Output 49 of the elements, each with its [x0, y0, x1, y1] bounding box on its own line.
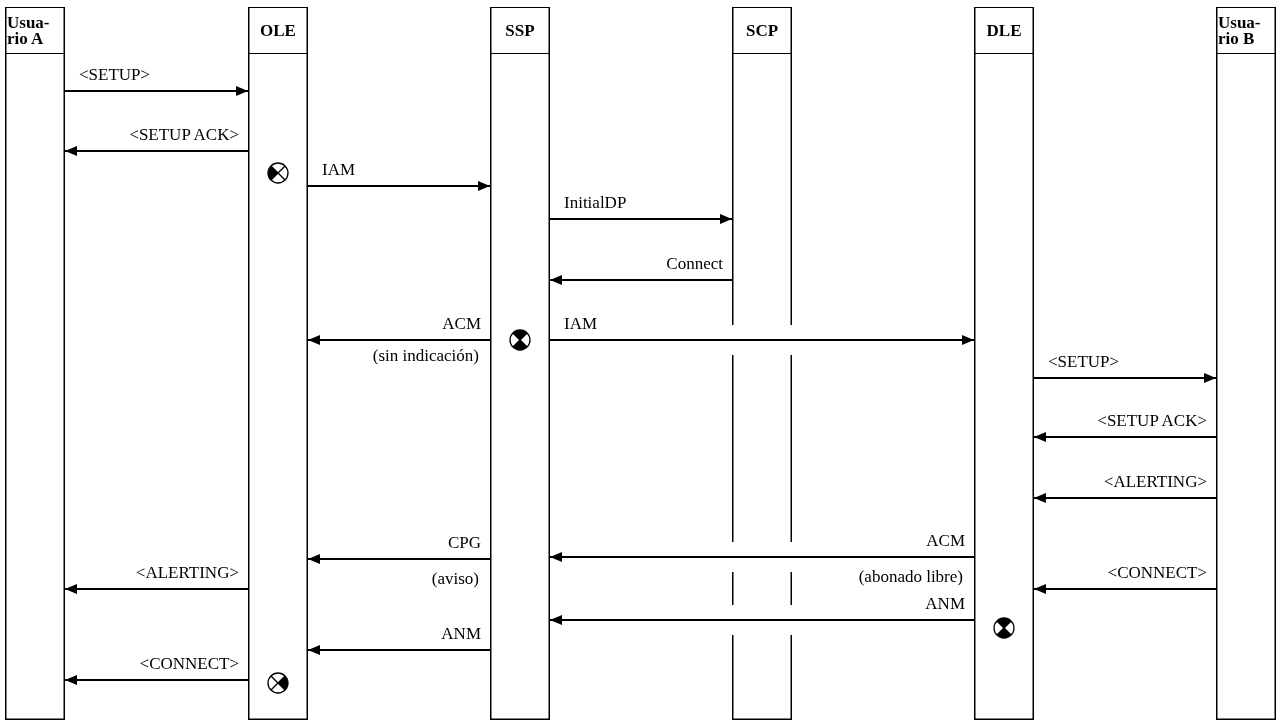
lifeline-header: SSP — [490, 7, 550, 54]
lifeline — [732, 7, 792, 325]
message-arrow — [1033, 584, 1217, 594]
message-arrow — [307, 645, 491, 655]
message-label: <SETUP> — [1048, 351, 1120, 373]
message-note: (sin indicación) — [372, 345, 479, 367]
message-label: Connect — [666, 253, 723, 275]
message-label: IAM — [564, 313, 598, 335]
message-arrow — [64, 675, 249, 685]
message-note: (abonado libre) — [858, 566, 963, 588]
message-arrow — [64, 146, 249, 156]
message-arrow — [1033, 493, 1217, 503]
message-arrow — [549, 275, 733, 285]
lifeline — [490, 7, 550, 720]
message-label: ANM — [925, 593, 965, 615]
message-arrow — [549, 615, 975, 625]
message-label: <ALERTING> — [135, 562, 239, 584]
message-label: <SETUP> — [79, 64, 151, 86]
message-arrow — [549, 214, 733, 224]
message-label: InitialDP — [564, 192, 627, 214]
message-note: (aviso) — [431, 568, 479, 590]
lifeline — [1216, 7, 1276, 720]
message-label: ACM — [442, 313, 481, 335]
message-arrow — [549, 335, 975, 345]
lifeline-header: OLE — [248, 7, 308, 54]
message-arrow — [64, 86, 249, 96]
message-arrow — [307, 335, 491, 345]
lifeline-header: Usua- rio A — [5, 7, 65, 54]
lifeline-header: DLE — [974, 7, 1034, 54]
message-arrow — [64, 584, 249, 594]
lifeline-header: SCP — [732, 7, 792, 54]
message-arrow — [549, 552, 975, 562]
message-label: <ALERTING> — [1103, 471, 1207, 493]
message-label: IAM — [322, 159, 356, 181]
message-arrow — [307, 554, 491, 564]
message-arrow — [307, 181, 491, 191]
message-label: CPG — [447, 532, 481, 554]
lifeline — [5, 7, 65, 720]
message-label: <SETUP ACK> — [1097, 410, 1207, 432]
message-label: <SETUP ACK> — [129, 124, 239, 146]
lifeline — [248, 7, 308, 720]
message-arrow — [1033, 373, 1217, 383]
lifeline — [974, 7, 1034, 720]
message-label: <CONNECT> — [1107, 562, 1207, 584]
message-label: ANM — [441, 623, 481, 645]
message-arrow — [1033, 432, 1217, 442]
message-label: ACM — [926, 530, 965, 552]
message-label: <CONNECT> — [139, 653, 239, 675]
lifeline-header: Usua- rio B — [1216, 7, 1276, 54]
